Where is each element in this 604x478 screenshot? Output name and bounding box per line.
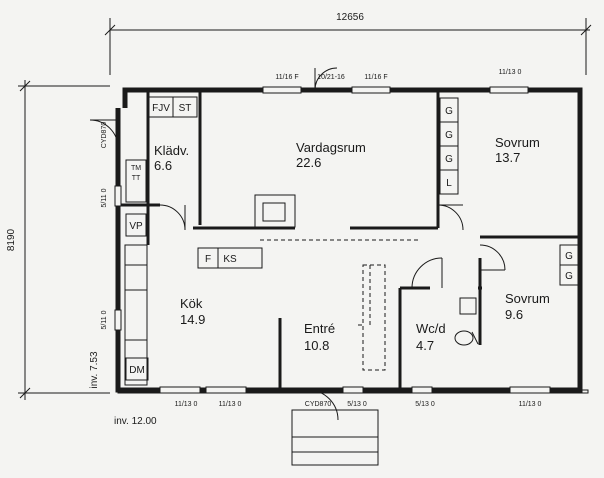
room-name-wcd: Wc/d	[416, 321, 446, 336]
svg-text:FJV: FJV	[152, 103, 170, 114]
fireplace-icon	[254, 194, 296, 228]
svg-text:L: L	[446, 178, 452, 189]
window-label-top-sovrum: 11/13 0	[499, 69, 522, 76]
dashed-stair	[260, 239, 420, 371]
fixture-tm-tt: TM TT	[125, 159, 147, 203]
svg-text:G: G	[445, 130, 453, 141]
fixture-f: F	[197, 247, 219, 269]
depth-dimension: 8190	[6, 80, 110, 400]
svg-text:F: F	[205, 254, 211, 265]
fixture-st: ST	[172, 96, 198, 118]
wardrobe-bedroom2: G G	[559, 244, 579, 286]
overall-width-label: 12656	[336, 12, 364, 23]
window-labels: 11/16 F 10/21-16 11/16 F 11/13 0 5/11 0 …	[101, 69, 542, 408]
window-marks	[114, 86, 551, 394]
room-area-vardagsrum: 22.6	[296, 155, 321, 170]
svg-text:G: G	[445, 154, 453, 165]
svg-text:G: G	[565, 271, 573, 282]
fixture-fjv: FJV	[148, 96, 174, 118]
window-label-left-upper: 5/11 0	[101, 188, 108, 207]
room-name-sovrum-2: Sovrum	[505, 291, 550, 306]
room-vardagsrum: Vardagsrum 22.6	[296, 140, 366, 170]
door-swings	[89, 67, 506, 421]
fixture-ks: KS	[217, 247, 263, 269]
svg-text:TT: TT	[132, 175, 141, 182]
room-sovrum-2: Sovrum 9.6	[505, 291, 550, 322]
width-dimension: 12656	[104, 12, 592, 75]
room-area-kladv: 6.6	[154, 158, 172, 173]
window-label-bottom-3: 5/13 0	[347, 401, 367, 408]
door-label-top: 10/21-16	[317, 74, 345, 81]
room-kok: Kök 14.9	[180, 296, 205, 327]
svg-text:VP: VP	[129, 221, 143, 232]
door-label-left: CYD870	[101, 122, 108, 149]
svg-text:TM: TM	[131, 165, 141, 172]
room-name-kok: Kök	[180, 296, 203, 311]
room-name-entre: Entré	[304, 321, 335, 336]
room-wcd: Wc/d 4.7	[416, 321, 446, 353]
svg-text:G: G	[565, 251, 573, 262]
overall-depth-label: 8190	[6, 228, 17, 251]
room-area-entre: 10.8	[304, 338, 329, 353]
room-entre: Entré 10.8	[304, 321, 335, 353]
wc-fixtures	[454, 297, 479, 346]
room-name-vardagsrum: Vardagsrum	[296, 140, 366, 155]
inv-depth-label: inv. 7.53	[89, 351, 100, 388]
room-area-sovrum-1: 13.7	[495, 150, 520, 165]
window-label-left-lower: 5/11 0	[101, 310, 108, 329]
kitchen-counter	[124, 244, 148, 386]
svg-text:DM: DM	[129, 365, 145, 376]
wardrobe-bedroom1: G G G L	[439, 97, 459, 195]
fixture-dm: DM	[125, 357, 149, 381]
room-area-kok: 14.9	[180, 312, 205, 327]
inv-width-label: inv. 12.00	[114, 416, 157, 427]
room-name-kladv: Klädv.	[154, 143, 189, 158]
room-name-sovrum-1: Sovrum	[495, 135, 540, 150]
svg-text:KS: KS	[223, 254, 237, 265]
fixture-vp: VP	[125, 213, 147, 237]
entrance-steps	[291, 409, 379, 466]
window-label-top-right: 11/16 F	[364, 74, 387, 81]
window-label-bottom-5: 11/13 0	[519, 401, 542, 408]
svg-text:ST: ST	[179, 103, 192, 114]
window-label-bottom-2: 11/13 0	[219, 401, 242, 408]
window-label-bottom-1: 11/13 0	[175, 401, 198, 408]
window-label-top-left: 11/16 F	[275, 74, 298, 81]
door-label-front: CYD870	[305, 401, 332, 408]
interior-walls	[120, 92, 580, 390]
room-area-wcd: 4.7	[416, 338, 434, 353]
room-sovrum-1: Sovrum 13.7	[495, 135, 540, 165]
window-label-bottom-4: 5/13 0	[415, 401, 435, 408]
room-area-sovrum-2: 9.6	[505, 307, 523, 322]
room-kladv: Klädv. 6.6	[154, 143, 189, 173]
svg-text:G: G	[445, 106, 453, 117]
